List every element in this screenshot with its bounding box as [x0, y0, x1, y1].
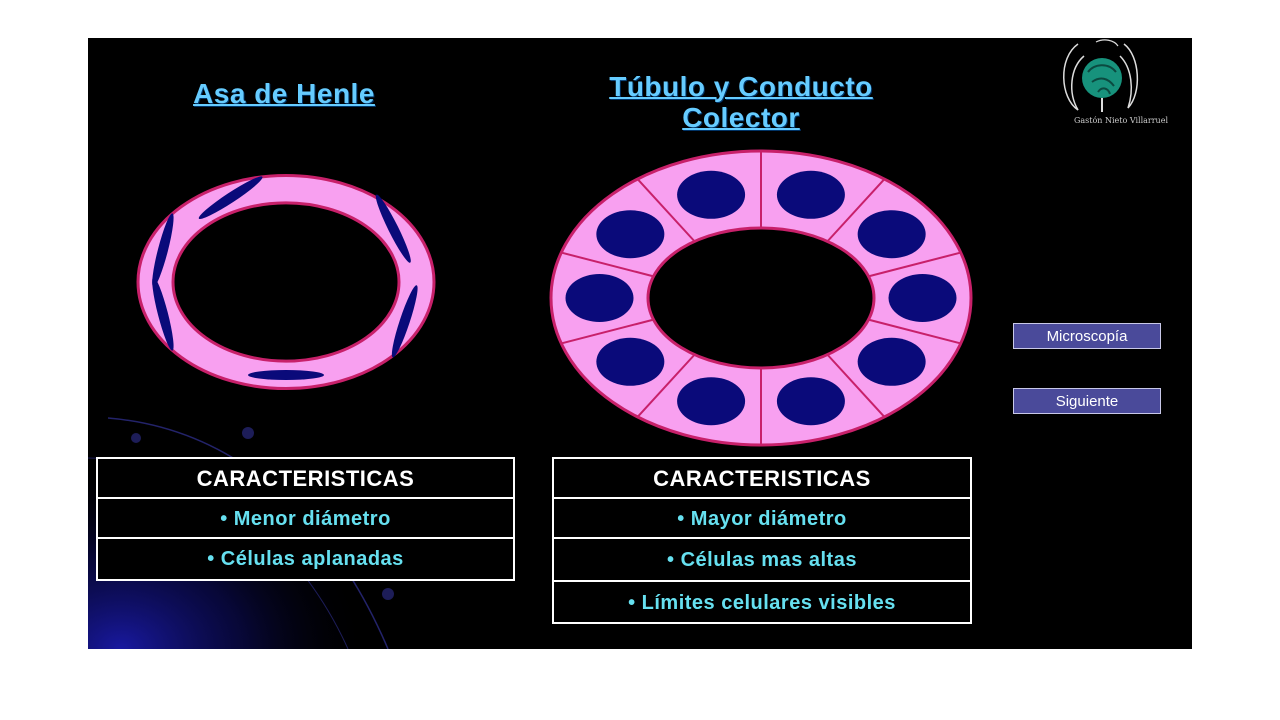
table-row: • Células mas altas [554, 539, 970, 582]
round-nucleus [596, 210, 665, 259]
cell-boundary [636, 353, 696, 418]
round-nucleus [776, 170, 845, 219]
henle-wall [136, 173, 436, 391]
table-row: • Mayor diámetro [554, 499, 970, 539]
cell-boundary [636, 178, 696, 243]
flat-nucleus [198, 176, 263, 219]
collector-duct-diagram [549, 149, 973, 447]
round-nucleus [677, 170, 746, 219]
microscopia-button[interactable]: Microscopía [1013, 323, 1161, 349]
title-line-2: Colector [682, 102, 800, 133]
kidney-tree-logo-icon [1063, 39, 1139, 112]
flat-nucleus [375, 194, 411, 263]
cell-boundary [826, 353, 886, 418]
round-nucleus [857, 210, 926, 259]
table-header: CARACTERISTICAS [554, 459, 970, 499]
cell-boundary [868, 318, 961, 345]
characteristics-table-collector: CARACTERISTICAS • Mayor diámetro • Célul… [552, 457, 972, 624]
table-row: • Células aplanadas [207, 548, 404, 570]
table-row: • Límites celulares visibles [628, 592, 896, 614]
table-header: CARACTERISTICAS [98, 459, 513, 499]
title-line-1: Túbulo y Conducto [609, 71, 873, 102]
title-tubulo-colector: Túbulo y Conducto Colector [528, 71, 954, 133]
round-nucleus [565, 274, 634, 322]
flat-nucleus [391, 285, 418, 358]
round-nucleus [857, 337, 926, 386]
table-row: • Menor diámetro [98, 499, 513, 539]
slide: Asa de Henle Túbulo y Conducto Colector … [88, 38, 1192, 649]
round-nucleus [677, 377, 746, 426]
round-nucleus [776, 377, 845, 426]
characteristics-table-henle: CARACTERISTICAS • Menor diámetro • Célul… [96, 457, 515, 581]
flat-nucleus [248, 370, 324, 381]
cell-boundary [561, 318, 654, 345]
cell-boundary [561, 251, 654, 278]
round-nucleus [888, 274, 957, 322]
cell-boundary [868, 251, 961, 278]
tubule-diagrams [136, 149, 973, 447]
logo-caption: Gastón Nieto Villarruel [1073, 116, 1169, 125]
cell-boundary [826, 178, 886, 243]
henle-loop-diagram [136, 173, 436, 391]
siguiente-button[interactable]: Siguiente [1013, 388, 1161, 414]
flat-nucleus [152, 213, 174, 288]
title-asa-de-henle: Asa de Henle [193, 78, 375, 109]
round-nucleus [596, 337, 665, 386]
flat-nucleus [152, 276, 174, 351]
